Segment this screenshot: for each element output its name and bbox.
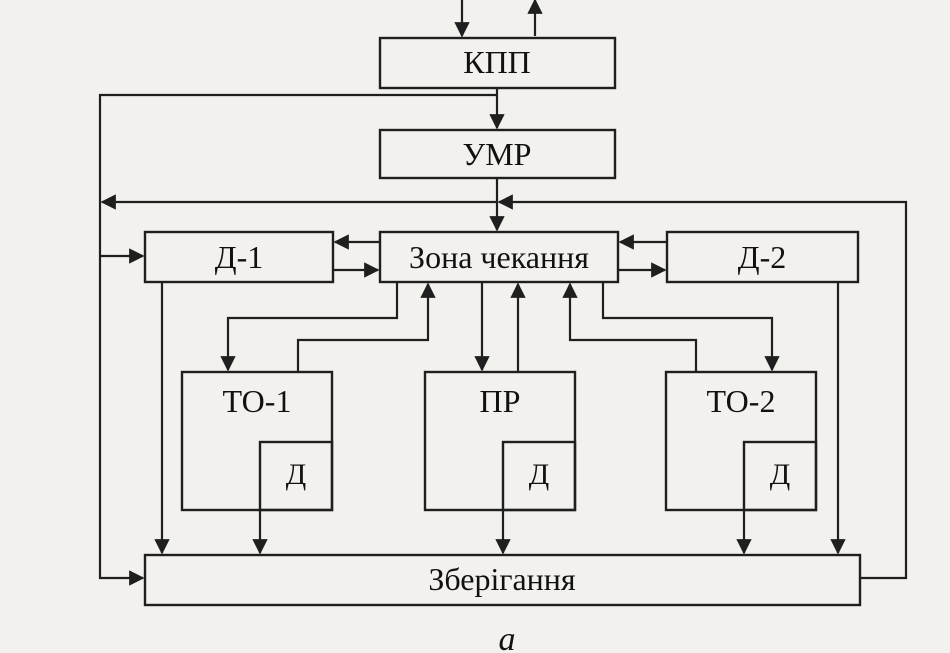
storage-box (143, 553, 862, 607)
to1-d-box (258, 440, 334, 512)
d2-box (665, 230, 860, 284)
pr-d-box (501, 440, 577, 512)
kpp-left-loop (98, 93, 497, 586)
storage-label: Зберігання (428, 561, 576, 597)
to1-to-zone-arrow (296, 282, 436, 372)
storage-right-loop (497, 194, 908, 580)
pr-d-label: Д (529, 458, 549, 491)
d2-label: Д-2 (738, 239, 786, 275)
zone-to-to2-arrow (601, 282, 780, 372)
zone-to-to1-arrow (220, 282, 399, 372)
waiting-zone-label: Зона чекання (409, 239, 589, 275)
to2-d-box (742, 440, 818, 512)
kpp-label: КПП (463, 44, 531, 80)
to2-d-label: Д (770, 458, 790, 491)
to1-d-label: Д (286, 458, 306, 491)
to2-label: ТО-2 (707, 383, 776, 419)
waiting-zone-box (378, 230, 620, 284)
d1-label: Д-1 (215, 239, 263, 275)
to1-label: ТО-1 (223, 383, 292, 419)
d1-box (143, 230, 335, 284)
pr-label: ПР (480, 383, 521, 419)
figure-caption: a (499, 621, 516, 653)
umr-label: УМР (463, 136, 532, 172)
to2-to-zone-arrow (562, 282, 698, 372)
